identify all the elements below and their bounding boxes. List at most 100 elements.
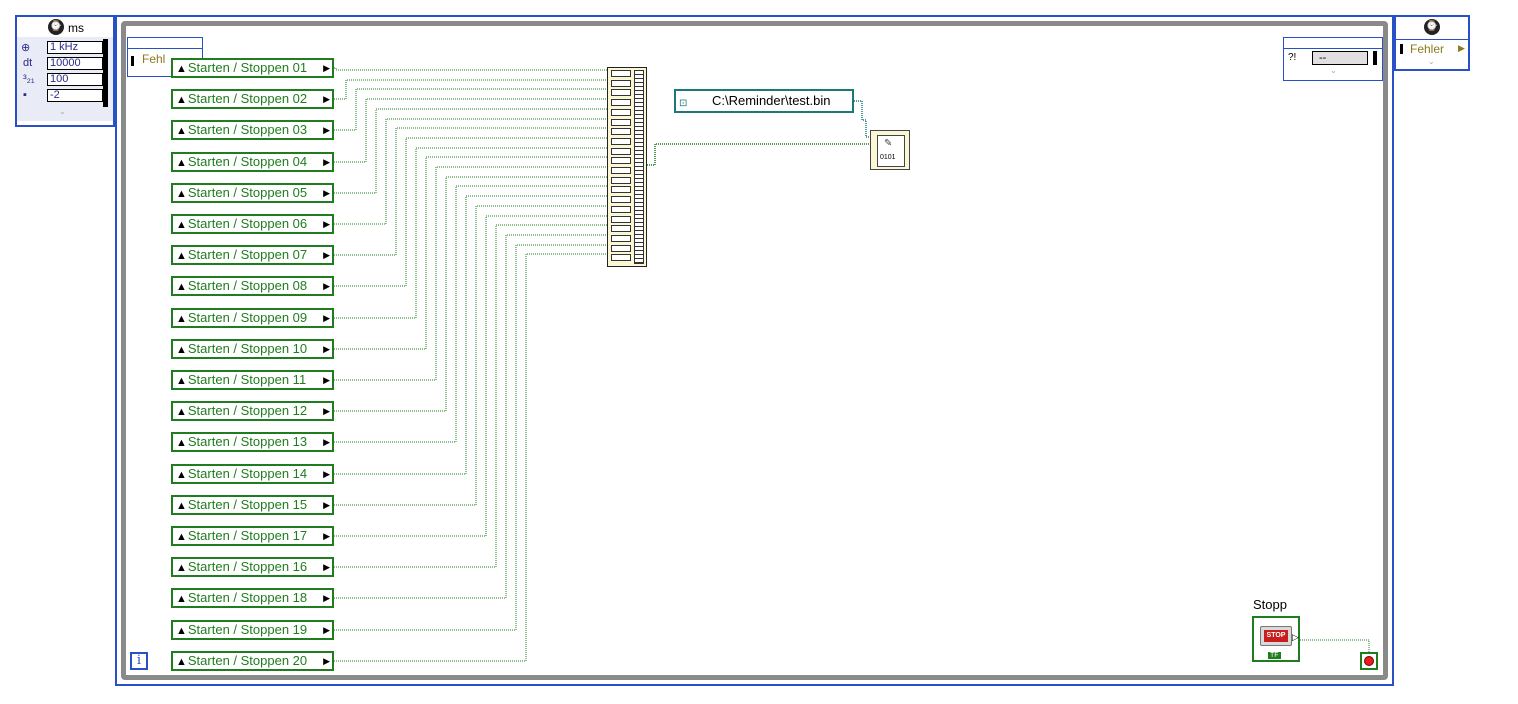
output-arrow-icon: ▶: [323, 562, 330, 572]
frequency-icon: ⊕: [21, 42, 31, 54]
boolean-wire-2[interactable]: [334, 79, 607, 100]
local-variable-20[interactable]: ▲Starten / Stoppen 20▶: [171, 651, 334, 671]
iteration-terminal: i: [130, 652, 148, 670]
boolean-wire-18[interactable]: [334, 234, 607, 599]
local-variable-13[interactable]: ▲Starten / Stoppen 13▶: [171, 432, 334, 452]
right-output-node[interactable]: ⌚ Fehler ▶ ⌄: [1394, 15, 1470, 71]
boolean-wire-9[interactable]: [334, 147, 607, 319]
chevron-down-icon[interactable]: ⌄: [1330, 66, 1337, 75]
build-array-node[interactable]: [607, 67, 647, 267]
output-arrow-icon: ▶: [323, 406, 330, 416]
local-variable-16[interactable]: ▲Starten / Stoppen 17 ▶: [171, 526, 334, 546]
node-header: ms: [68, 21, 84, 35]
node-resize-handle[interactable]: [103, 39, 108, 107]
boolean-wire-10[interactable]: [334, 156, 607, 350]
build-array-input: [611, 176, 631, 184]
boolean-wire-17[interactable]: [334, 224, 607, 568]
right-inner-node[interactable]: ?! -- ⌄: [1283, 37, 1383, 81]
node-row-4[interactable]: ▪ -2: [19, 89, 109, 103]
local-variable-label: Starten / Stoppen 07: [187, 247, 308, 262]
build-array-input: [611, 108, 631, 116]
build-array-input: [611, 99, 631, 107]
dt-value[interactable]: 10000: [47, 57, 103, 70]
local-variable-label: Starten / Stoppen 16: [187, 559, 308, 574]
local-variable-9[interactable]: ▲Starten / Stoppen 09▶: [171, 308, 334, 328]
output-arrow-icon: ▶: [323, 531, 330, 541]
boolean-wire-16[interactable]: [334, 215, 607, 537]
clock-icon: ⌚: [48, 19, 64, 35]
local-variable-8[interactable]: ▲Starten / Stoppen 08▶: [171, 276, 334, 296]
local-variable-7[interactable]: ▲Starten / Stoppen 07▶: [171, 245, 334, 265]
boolean-wire-12[interactable]: [334, 176, 607, 412]
output-arrow-icon: ▶: [323, 344, 330, 354]
boolean-wire-3[interactable]: [334, 88, 607, 131]
boolean-wire-13[interactable]: [334, 185, 607, 443]
local-variable-label: Starten / Stoppen 12: [187, 403, 308, 418]
node-row-1[interactable]: ⊕ 1 kHz: [19, 41, 109, 55]
boolean-wire-4[interactable]: [334, 98, 607, 163]
build-array-input: [611, 215, 631, 223]
local-variable-1[interactable]: ▲Starten / Stoppen 01▶: [171, 58, 334, 78]
output-arrow-icon: ▶: [323, 157, 330, 167]
output-arrow-icon: ▶: [323, 94, 330, 104]
local-variable-17[interactable]: ▲Starten / Stoppen 16 ▶: [171, 557, 334, 577]
local-variable-2[interactable]: ▲Starten / Stoppen 02▶: [171, 89, 334, 109]
array-wire[interactable]: [647, 143, 870, 166]
house-icon: ▲: [176, 531, 187, 543]
local-variable-6[interactable]: ▲Starten / Stoppen 06▶: [171, 214, 334, 234]
node-row-3[interactable]: ³₂₁ 100: [19, 73, 109, 87]
chevron-down-icon[interactable]: ⌄: [1428, 57, 1435, 66]
path-wire[interactable]: [854, 100, 870, 138]
processor-value[interactable]: -2: [47, 89, 103, 102]
boolean-wire-20[interactable]: [334, 253, 607, 662]
local-variable-19[interactable]: ▲Starten / Stoppen 19▶: [171, 620, 334, 640]
house-icon: ▲: [176, 500, 187, 512]
boolean-wire-7[interactable]: [334, 127, 607, 256]
stop-button[interactable]: STOP: [1260, 626, 1292, 646]
build-array-input: [611, 89, 631, 97]
local-variable-15[interactable]: ▲Starten / Stoppen 15▶: [171, 495, 334, 515]
priority-icon: ³₂₁: [23, 73, 35, 85]
boolean-wire-8[interactable]: [334, 137, 607, 287]
local-variable-label: Starten / Stoppen 13: [187, 434, 308, 449]
build-array-input: [611, 128, 631, 136]
chevron-down-icon[interactable]: ⌄: [59, 107, 66, 116]
boolean-wire-14[interactable]: [334, 195, 607, 475]
boolean-wire-1[interactable]: [334, 67, 607, 71]
output-arrow-icon: ▶: [323, 219, 330, 229]
boolean-wire-11[interactable]: [334, 166, 607, 381]
local-variable-18[interactable]: ▲Starten / Stoppen 18▶: [171, 588, 334, 608]
local-variable-5[interactable]: ▲Starten / Stoppen 05▶: [171, 183, 334, 203]
local-variable-3[interactable]: ▲Starten / Stoppen 03▶: [171, 120, 334, 140]
local-variable-label: Starten / Stoppen 08: [187, 278, 308, 293]
boolean-wire-19[interactable]: [334, 244, 607, 631]
stop-button-terminal[interactable]: STOP ▷ TF: [1252, 616, 1300, 662]
output-arrow-icon: ▶: [323, 250, 330, 260]
stop-wire[interactable]: [1300, 639, 1370, 652]
left-input-node[interactable]: ⌚ ms ⊕ 1 kHz dt 10000 ³₂₁ 100 ▪ -2 ⌄: [15, 15, 115, 127]
node-resize-handle[interactable]: [1373, 51, 1377, 65]
output-arrow-icon: ▶: [323, 313, 330, 323]
local-variable-14[interactable]: ▲Starten / Stoppen 14▶: [171, 464, 334, 484]
dt-label: dt: [23, 57, 33, 69]
boolean-wire-15[interactable]: [334, 205, 607, 506]
boolean-wire-5[interactable]: [334, 108, 607, 194]
write-binary-file-vi[interactable]: ✎ 0101: [870, 130, 910, 170]
house-icon: ▲: [176, 562, 187, 574]
output-arrow-icon: ▶: [323, 125, 330, 135]
loop-condition-terminal[interactable]: [1360, 652, 1378, 670]
priority-value[interactable]: 100: [47, 73, 103, 86]
local-variable-12[interactable]: ▲Starten / Stoppen 12▶: [171, 401, 334, 421]
local-variable-4[interactable]: ▲Starten / Stoppen 04▶: [171, 152, 334, 172]
boolean-wire-6[interactable]: [334, 118, 607, 225]
status-field[interactable]: --: [1312, 51, 1368, 65]
local-variable-label: Starten / Stoppen 17: [187, 528, 308, 543]
frequency-value[interactable]: 1 kHz: [47, 41, 103, 54]
local-variable-label: Starten / Stoppen 09: [187, 310, 308, 325]
path-constant[interactable]: ⊡ C:\Reminder\test.bin: [674, 89, 854, 113]
local-variable-11[interactable]: ▲Starten / Stoppen 11▶: [171, 370, 334, 390]
local-variable-10[interactable]: ▲Starten / Stoppen 10▶: [171, 339, 334, 359]
node-row-2[interactable]: dt 10000: [19, 57, 109, 71]
local-variable-label: Starten / Stoppen 14: [187, 466, 308, 481]
